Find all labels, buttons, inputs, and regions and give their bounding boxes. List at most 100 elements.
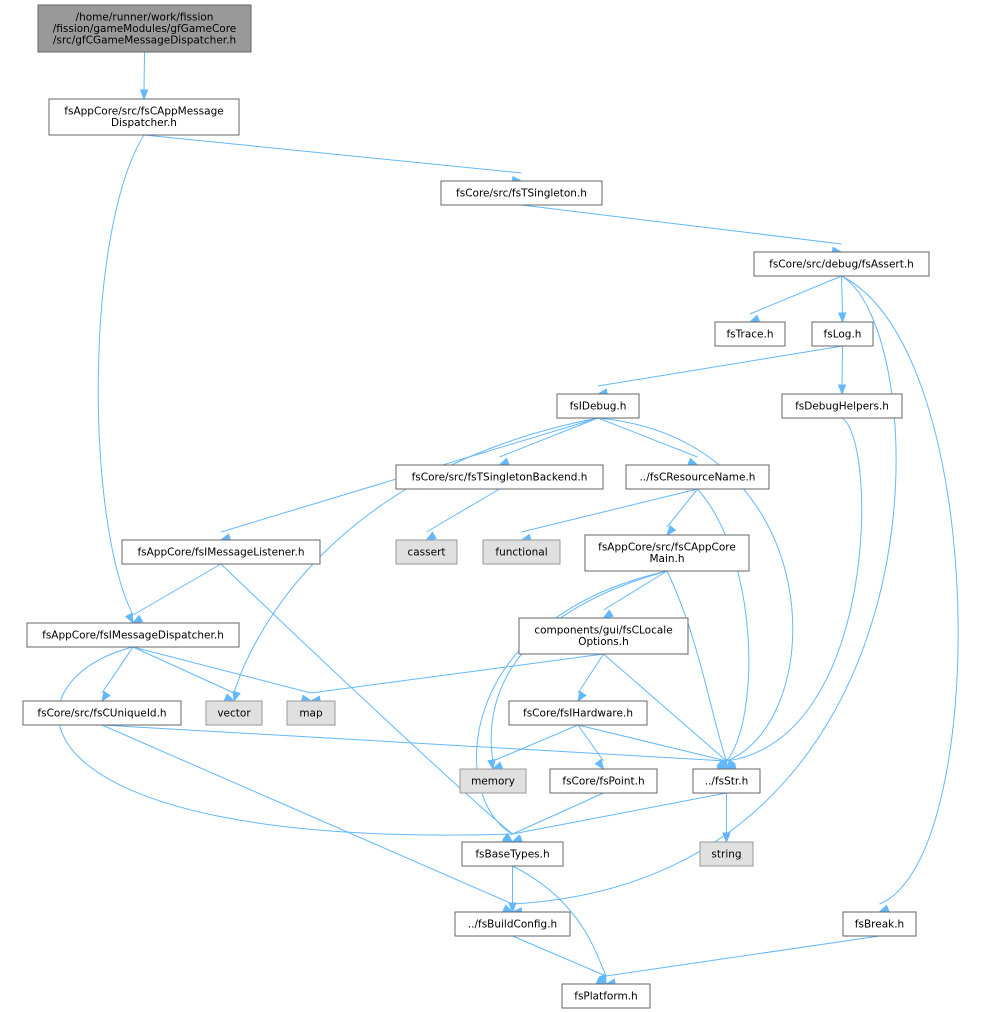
node-label: functional bbox=[495, 546, 547, 558]
node-tsingleton[interactable]: fsCore/src/fsTSingleton.h bbox=[440, 180, 603, 206]
edge-appcoremain-to-localeoptions bbox=[602, 570, 668, 619]
node-root: /home/runner/work/fission/fission/gameMo… bbox=[37, 4, 252, 53]
node-label: fsIDebug.h bbox=[570, 400, 627, 412]
edge-arrowhead bbox=[425, 531, 437, 541]
edge-arrowhead bbox=[725, 758, 736, 771]
node-imsglistener[interactable]: fsAppCore/fsIMessageListener.h bbox=[121, 539, 321, 565]
edge-log-to-idebug bbox=[596, 345, 843, 397]
node-box bbox=[395, 464, 604, 490]
node-label: Main.h bbox=[649, 553, 684, 565]
node-platform[interactable]: fsPlatform.h bbox=[561, 983, 651, 1009]
edge-appcoremain-to-memory bbox=[487, 570, 668, 771]
edge-line bbox=[233, 417, 599, 694]
node-buildconfig[interactable]: ../fsBuildConfig.h bbox=[454, 911, 571, 937]
node-idebug[interactable]: fsIDebug.h bbox=[556, 393, 640, 419]
node-label: fsAppCore/fsIMessageDispatcher.h bbox=[42, 629, 224, 641]
node-box bbox=[549, 768, 658, 794]
node-debughelpers[interactable]: fsDebugHelpers.h bbox=[781, 393, 903, 419]
node-box bbox=[121, 539, 321, 565]
edge-imsglistener-to-basetypes bbox=[220, 563, 514, 843]
edge-localeoptions-to-ihardware bbox=[577, 653, 604, 703]
edge-line bbox=[490, 570, 668, 762]
edge-ihardware-to-point bbox=[577, 724, 605, 771]
node-map: map bbox=[286, 700, 336, 726]
node-box bbox=[461, 841, 564, 867]
node-label: fsAppCore/fsIMessageListener.h bbox=[137, 546, 304, 558]
edge-line bbox=[132, 646, 312, 694]
node-box bbox=[584, 534, 750, 572]
node-assert[interactable]: fsCore/src/debug/fsAssert.h bbox=[753, 251, 930, 277]
edge-appcoremain-to-str bbox=[666, 570, 728, 771]
edge-line bbox=[512, 792, 604, 835]
edge-assert-to-log bbox=[838, 275, 847, 324]
edge-arrowhead bbox=[508, 902, 517, 914]
node-trace[interactable]: fsTrace.h bbox=[714, 321, 786, 347]
node-basetypes[interactable]: fsBaseTypes.h bbox=[461, 841, 564, 867]
edge-line bbox=[476, 570, 668, 835]
edge-arrowhead bbox=[498, 457, 510, 466]
node-functional: functional bbox=[482, 539, 561, 565]
edge-line bbox=[603, 570, 668, 611]
edge-line bbox=[697, 488, 750, 762]
edge-arrowhead bbox=[722, 832, 731, 844]
edge-line bbox=[220, 563, 513, 835]
node-tsingletonbackend[interactable]: fsCore/src/fsTSingletonBackend.h bbox=[395, 464, 604, 490]
edge-tsingleton-to-assert bbox=[521, 204, 843, 256]
node-ihardware[interactable]: fsCore/fsIHardware.h bbox=[508, 700, 648, 726]
edge-line bbox=[143, 51, 145, 92]
node-label: map bbox=[299, 707, 323, 719]
node-break[interactable]: fsBreak.h bbox=[842, 911, 917, 937]
edge-line bbox=[57, 646, 513, 836]
edge-line bbox=[597, 417, 794, 762]
edge-uniqueid-to-str bbox=[101, 724, 728, 773]
node-point[interactable]: fsCore/fsPoint.h bbox=[549, 768, 658, 794]
node-box bbox=[508, 700, 648, 726]
node-box bbox=[459, 768, 527, 794]
edge-imsglistener-to-imsgdisp bbox=[131, 563, 222, 624]
edge-arrowhead bbox=[139, 89, 149, 101]
node-str[interactable]: ../fsStr.h bbox=[692, 768, 761, 794]
node-box bbox=[454, 911, 571, 937]
edge-line bbox=[597, 345, 843, 387]
edge-str-to-string bbox=[722, 793, 731, 844]
edge-line bbox=[101, 724, 513, 905]
node-box bbox=[22, 700, 182, 726]
edge-line bbox=[97, 134, 145, 616]
edge-line bbox=[512, 275, 897, 905]
nodes-layer: /home/runner/work/fission/fission/gameMo… bbox=[22, 4, 930, 1009]
node-label: components/gui/fsCLocale bbox=[534, 625, 672, 637]
node-box bbox=[714, 321, 786, 347]
node-box bbox=[518, 617, 689, 655]
node-label: fsCore/fsIHardware.h bbox=[523, 707, 633, 719]
node-box bbox=[561, 983, 651, 1009]
node-label: /src/gfCGameMessageDispatcher.h bbox=[53, 34, 236, 46]
edge-appmsgdisp-to-imsgdisp bbox=[97, 134, 145, 625]
node-label: /home/runner/work/fission bbox=[76, 11, 214, 23]
edge-arrowhead bbox=[487, 758, 496, 771]
edge-assert-to-break bbox=[841, 275, 959, 913]
node-label: fsCore/src/fsTSingletonBackend.h bbox=[412, 471, 588, 483]
node-resourcename[interactable]: ../fsCResourceName.h bbox=[625, 464, 770, 490]
edge-line bbox=[499, 417, 599, 458]
node-log[interactable]: fsLog.h bbox=[811, 321, 874, 347]
node-imsgdisp[interactable]: fsAppCore/fsIMessageDispatcher.h bbox=[26, 622, 240, 648]
node-label: fsAppCore/src/fsCAppMessage bbox=[64, 106, 223, 118]
edge-line bbox=[841, 275, 959, 905]
edge-line bbox=[521, 204, 842, 245]
node-label: fsCore/fsPoint.h bbox=[562, 775, 644, 787]
node-label: /fission/gameModules/gfGameCore bbox=[53, 23, 237, 35]
node-box bbox=[811, 321, 874, 347]
edge-line bbox=[841, 345, 843, 387]
node-uniqueid[interactable]: fsCore/src/fsCUniqueId.h bbox=[22, 700, 182, 726]
edge-line bbox=[726, 417, 863, 762]
node-label: memory bbox=[471, 775, 515, 787]
edge-tsingletonbackend-to-cassert bbox=[425, 488, 500, 541]
node-box bbox=[699, 841, 754, 867]
edge-line bbox=[605, 935, 880, 977]
node-string: string bbox=[699, 841, 754, 867]
node-label: Options.h bbox=[578, 636, 629, 648]
